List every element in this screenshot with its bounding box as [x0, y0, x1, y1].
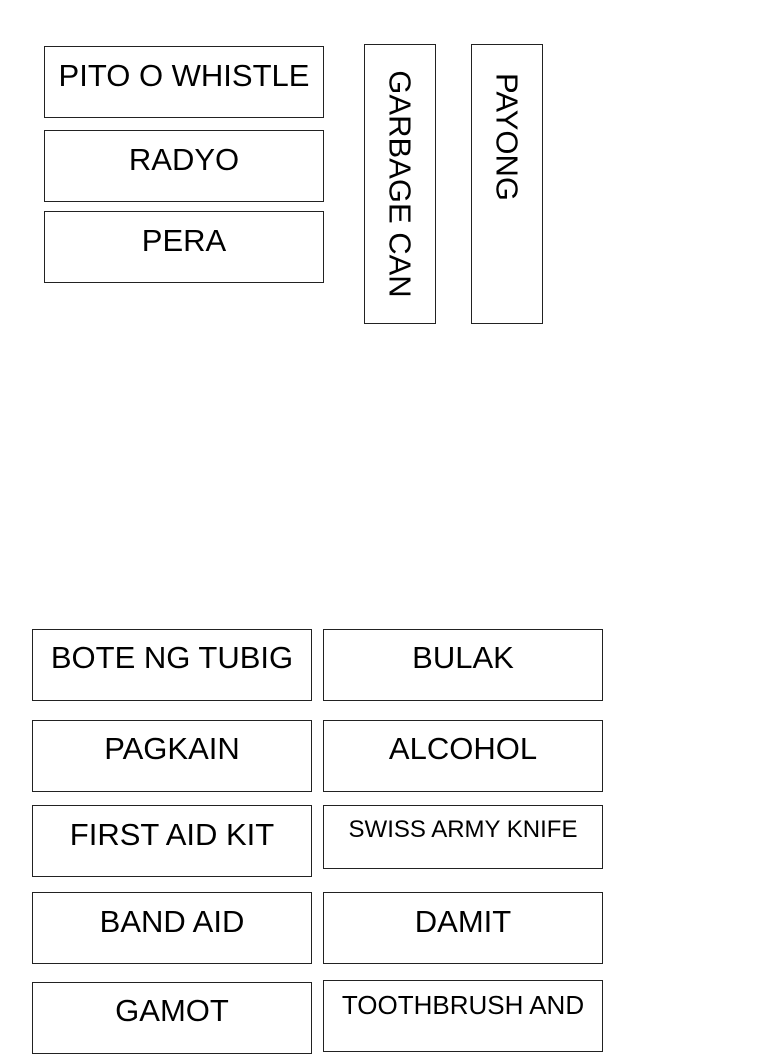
card-pagkain: PAGKAIN [32, 720, 312, 792]
card-label: RADYO [128, 142, 240, 177]
card-label: BOTE NG TUBIG [50, 640, 294, 675]
card-first-aid-kit: FIRST AID KIT [32, 805, 312, 877]
card-pera: PERA [44, 211, 324, 283]
card-alcohol: ALCOHOL [323, 720, 603, 792]
card-toothbrush-and: TOOTHBRUSH AND [323, 980, 603, 1052]
card-label: PITO O WHISTLE [58, 58, 310, 93]
card-label: ALCOHOL [388, 731, 538, 766]
card-label: SWISS ARMY KNIFE [348, 816, 578, 843]
card-radyo: RADYO [44, 130, 324, 202]
card-label: GAMOT [115, 993, 229, 1028]
card-label: PERA [141, 223, 227, 258]
card-bote-ng-tubig: BOTE NG TUBIG [32, 629, 312, 701]
card-band-aid: BAND AID [32, 892, 312, 964]
card-label: BULAK [412, 640, 514, 675]
card-gamot: GAMOT [32, 982, 312, 1054]
card-payong: PAYONG [471, 44, 543, 324]
card-garbage-can: GARBAGE CAN [364, 44, 436, 324]
card-damit: DAMIT [323, 892, 603, 964]
card-swiss-army-knife: SWISS ARMY KNIFE [323, 805, 603, 869]
card-label: PAGKAIN [104, 731, 240, 766]
card-label: FIRST AID KIT [69, 817, 275, 852]
card-label: PAYONG [489, 72, 525, 202]
card-pito-o-whistle: PITO O WHISTLE [44, 46, 324, 118]
card-label: TOOTHBRUSH AND [341, 990, 585, 1020]
card-label: BAND AID [99, 904, 245, 939]
card-label: DAMIT [414, 904, 512, 939]
card-label: GARBAGE CAN [382, 70, 418, 298]
card-bulak: BULAK [323, 629, 603, 701]
